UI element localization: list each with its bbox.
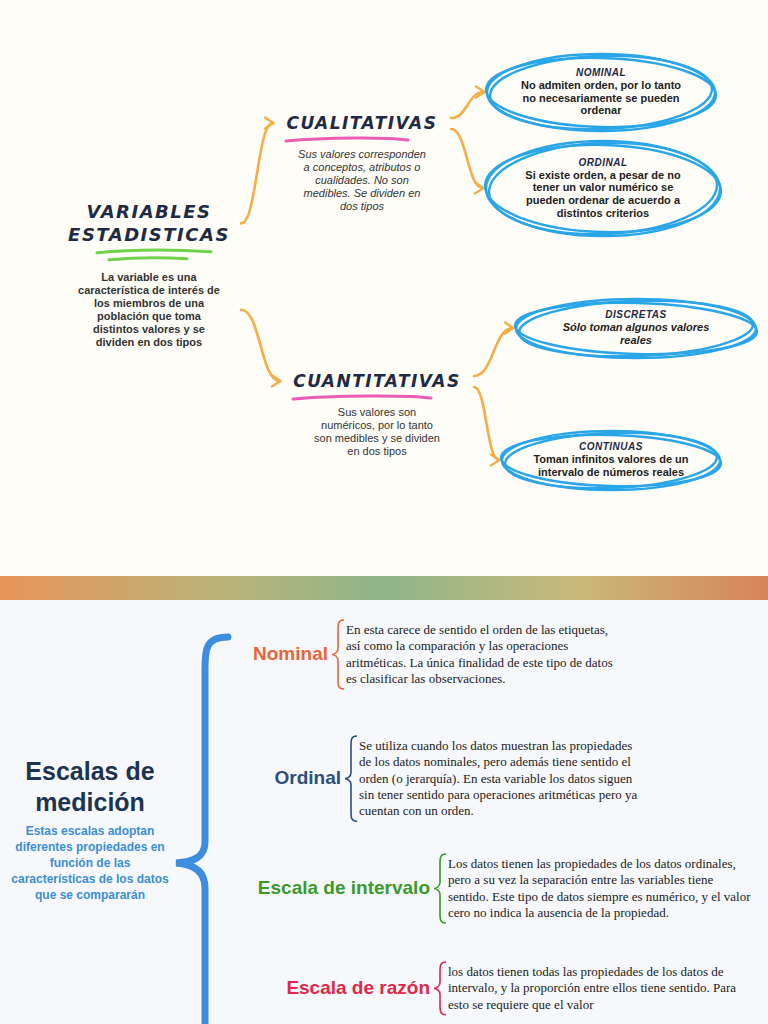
node-description: Se utiliza cuando los datos muestran las…: [359, 738, 641, 819]
small-brace: [345, 736, 357, 821]
ellipse-stroke: [484, 141, 722, 234]
small-brace: [434, 962, 446, 1015]
scale-item: Nominal En esta carece de sentido el orde…: [225, 622, 614, 687]
ellipse-node: DISCRETASSólo toman algunos valores real…: [514, 297, 758, 360]
node-description: Sus valores corresponden a conceptos, at…: [296, 148, 428, 213]
node-heading: Escala de razón: [286, 977, 430, 1000]
curved-arrow: [241, 123, 273, 223]
curved-arrow: [474, 328, 513, 376]
pink-underline: [286, 138, 408, 141]
small-brace: [332, 620, 344, 689]
topic-node: VARIABLES ESTADISTICAS La variable es una…: [60, 200, 238, 349]
node-description: Si existe orden, a pesar de no tener un …: [517, 169, 688, 220]
scale-item: Ordinal Se utiliza cuando los datos muest…: [225, 738, 641, 819]
ellipse-stroke: [504, 429, 718, 491]
node-heading: DISCRETAS: [548, 309, 724, 321]
ellipse-stroke: [518, 296, 754, 359]
curved-arrow: [474, 387, 499, 460]
node-heading: NOMINAL: [517, 67, 684, 79]
scale-item: Escala de intervalo Los datos tienen las …: [225, 856, 752, 921]
topic-node: CUALITATIVAS Sus valores corresponden a c…: [276, 112, 448, 213]
node-heading: ORDINAL: [517, 157, 688, 169]
ellipse-stroke: [500, 432, 721, 489]
node-description: Toman infinitos valores de un intervalo …: [531, 453, 691, 478]
gradient-band: [0, 576, 768, 600]
node-description: No admiten orden, por lo tanto no necesa…: [517, 79, 684, 117]
node-heading: CUALITATIVAS: [276, 112, 448, 134]
node-heading: VARIABLES ESTADISTICAS: [60, 200, 238, 247]
curved-arrow: [451, 129, 483, 188]
big-brace: [176, 637, 228, 1024]
node-description: Sólo toman algunos valores reales: [548, 321, 724, 346]
node-heading: CONTINUAS: [531, 441, 691, 453]
scale-item: Escala de razón los datos tienen todas la…: [225, 964, 752, 1013]
topic-node: CUANTITATIVAS Sus valores son numéricos, …: [283, 370, 471, 458]
node-description: los datos tienen todas las propiedades d…: [448, 964, 752, 1013]
pink-underline: [293, 396, 431, 399]
ellipse-node: CONTINUASToman infinitos valores de un i…: [500, 429, 722, 492]
node-description: Estas escalas adoptan diferentes propied…: [6, 823, 174, 904]
node-heading: CUANTITATIVAS: [283, 370, 471, 392]
green-underline: [97, 250, 211, 253]
node-heading: Escalas de medición: [6, 756, 174, 819]
ellipse-node: ORDINALSi existe orden, a pesar de no te…: [484, 139, 722, 238]
curved-arrow: [241, 310, 280, 381]
curved-arrow: [451, 92, 484, 118]
node-heading: Escala de intervalo: [258, 877, 430, 900]
node-description: La variable es una característica de int…: [74, 271, 224, 349]
node-description: En esta carece de sentido el orden de la…: [346, 622, 614, 687]
node-description: Los datos tienen las propiedades de los …: [448, 856, 752, 921]
green-underline: [109, 258, 187, 260]
node-description: Sus valores son numéricos, por lo tanto …: [313, 406, 441, 458]
section-title: Escalas de mediciónEstas escalas adoptan…: [6, 756, 174, 903]
ellipse-node: NOMINALNo admiten orden, por lo tanto no…: [485, 52, 717, 133]
node-heading: Nominal: [253, 643, 328, 666]
ellipse-stroke: [514, 299, 757, 356]
ellipse-stroke: [485, 55, 717, 130]
node-heading: Ordinal: [274, 767, 341, 790]
small-brace: [434, 854, 446, 923]
